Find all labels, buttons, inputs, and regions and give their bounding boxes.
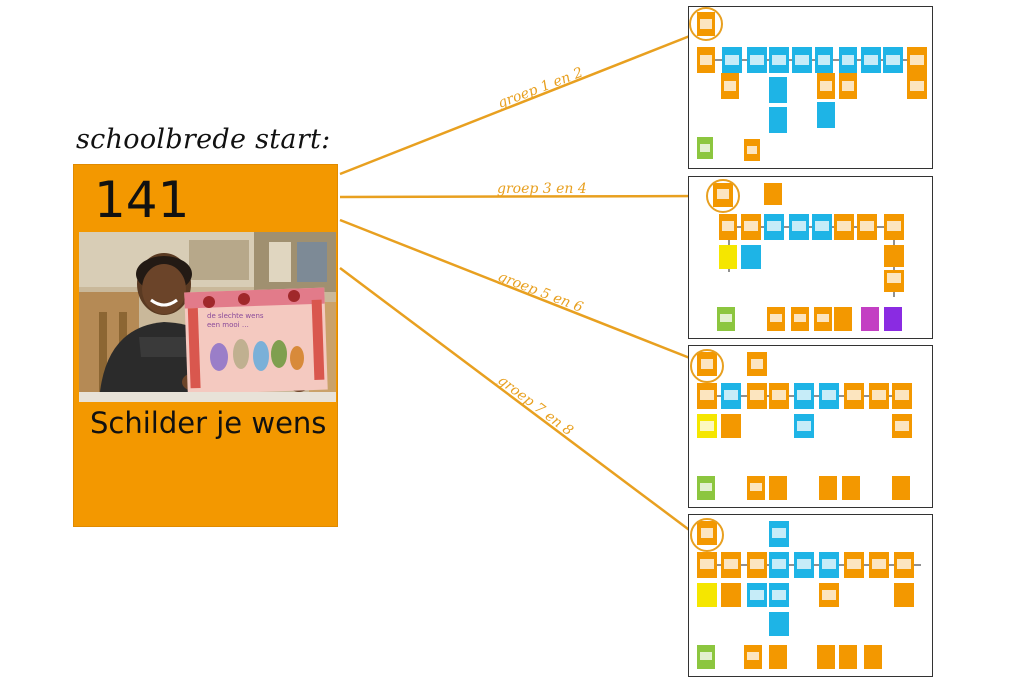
learning-path-panel-group-5-6[interactable]: [688, 345, 933, 508]
svg-text:een mooi …: een mooi …: [207, 321, 249, 329]
group-label-5-6: groep 5 en 6: [496, 269, 586, 316]
group-label-1-2: groep 1 en 2: [496, 65, 586, 112]
learning-path-panel-group-7-8[interactable]: [688, 514, 933, 677]
learning-path-map: [690, 518, 921, 669]
activity-title: Schilder je wens: [90, 406, 327, 440]
schoolwide-start-heading: schoolbrede start:: [76, 124, 331, 155]
learning-path-map: [690, 349, 912, 500]
learning-path-panel-group-1-2[interactable]: [688, 6, 933, 169]
group-label-7-8: groep 7 en 8: [495, 372, 576, 439]
svg-text:de slechte wens: de slechte wens: [207, 312, 264, 320]
activity-photo: de slechte wens een mooi …: [79, 232, 336, 402]
start-activity-card[interactable]: 141: [73, 164, 338, 527]
learning-path-map: [706, 179, 904, 331]
activity-number: 141: [94, 171, 190, 229]
learning-path-map: [689, 7, 927, 161]
group-label-3-4: groep 3 en 4: [497, 181, 587, 197]
learning-path-panel-group-3-4[interactable]: [688, 176, 933, 339]
